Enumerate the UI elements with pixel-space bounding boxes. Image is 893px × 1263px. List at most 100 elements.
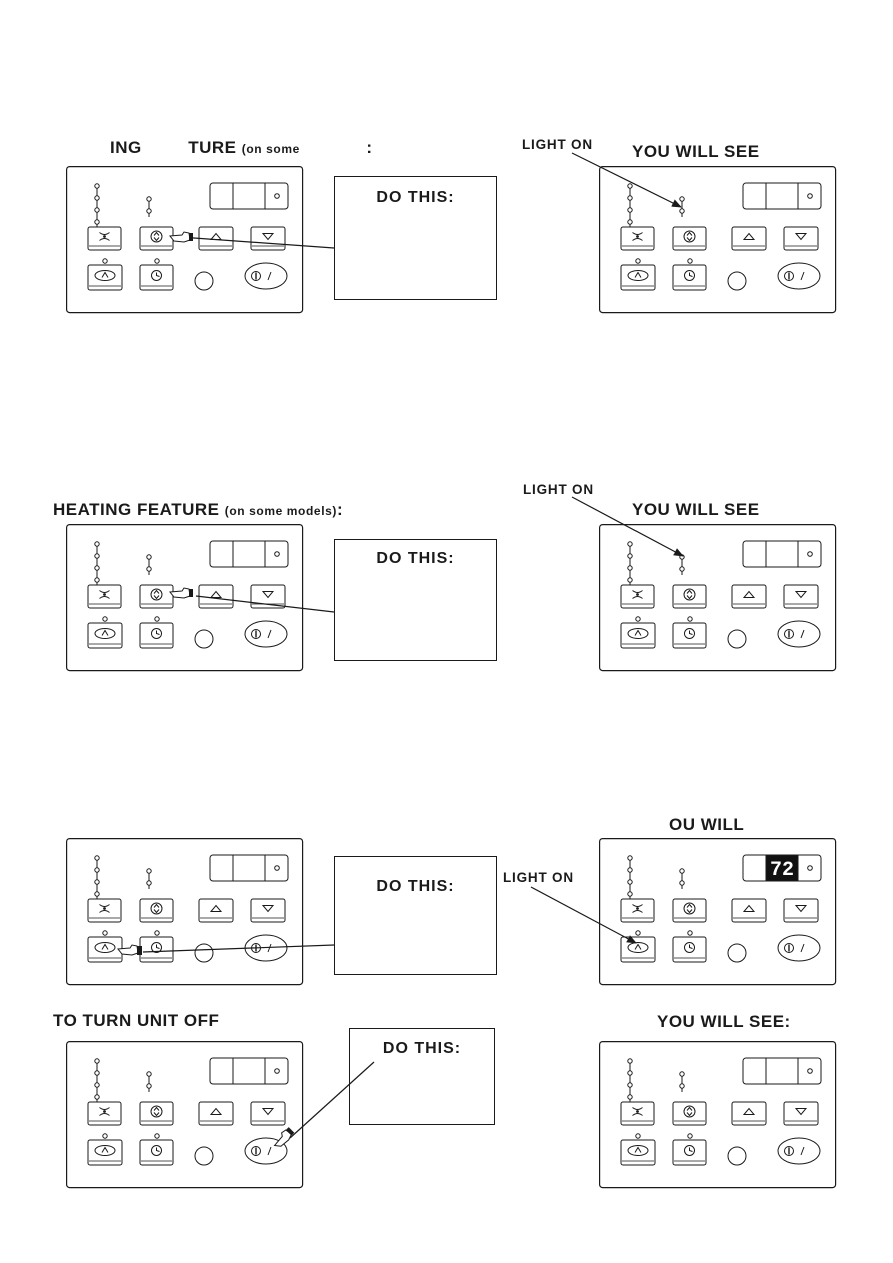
round-button[interactable] [194, 629, 214, 649]
timer-button[interactable] [139, 264, 174, 291]
power-button[interactable] [777, 620, 821, 648]
heading-part-3: (on some [241, 142, 300, 156]
temp-up-button[interactable] [731, 584, 767, 609]
fan-button[interactable] [87, 1101, 122, 1126]
eco-button[interactable] [620, 264, 656, 291]
temperature-display: 72 [742, 854, 822, 882]
eco-button[interactable] [620, 1139, 656, 1166]
temp-up-button[interactable] [198, 226, 234, 251]
timer-led-icon [154, 930, 160, 936]
power-button[interactable] [244, 1137, 288, 1165]
down-arrow-icon [261, 905, 275, 913]
round-button[interactable] [194, 1146, 214, 1166]
mode-button[interactable] [139, 226, 174, 251]
fan-button[interactable] [620, 584, 655, 609]
eco-led-icon [102, 930, 108, 936]
down-arrow-icon [794, 905, 808, 913]
temp-up-button[interactable] [731, 898, 767, 923]
power-button[interactable] [777, 934, 821, 962]
timer-button[interactable] [672, 1139, 707, 1166]
power-button[interactable] [244, 262, 288, 290]
eco-button[interactable] [87, 622, 123, 649]
indicator-led-icon [807, 551, 813, 557]
eco-icon [94, 270, 116, 281]
mode-button[interactable] [139, 1101, 174, 1126]
eco-button[interactable] [620, 936, 656, 963]
eco-led-icon [635, 1133, 641, 1139]
temp-up-button[interactable] [198, 584, 234, 609]
panel-drawing [66, 1041, 304, 1189]
fan-icon [99, 590, 110, 599]
timer-button[interactable] [139, 1139, 174, 1166]
up-arrow-icon [742, 904, 756, 912]
panel-drawing: 72 [599, 838, 837, 986]
control-panel [599, 524, 837, 672]
fan-button[interactable] [620, 898, 655, 923]
power-button[interactable] [244, 934, 288, 962]
down-arrow-icon [794, 1108, 808, 1116]
temp-up-button[interactable] [198, 1101, 234, 1126]
fan-button[interactable] [87, 584, 122, 609]
fan-button[interactable] [87, 226, 122, 251]
temp-down-button[interactable] [783, 584, 819, 609]
round-button[interactable] [727, 271, 747, 291]
fan-button[interactable] [620, 1101, 655, 1126]
power-button[interactable] [244, 620, 288, 648]
indicator-led-icon [274, 1068, 280, 1074]
temp-down-button[interactable] [250, 226, 286, 251]
temp-down-button[interactable] [250, 584, 286, 609]
timer-led-icon [687, 258, 693, 264]
fan-button[interactable] [87, 898, 122, 923]
section4-see-heading: YOU WILL SEE: [657, 1012, 791, 1031]
section1-heading: ING TURE (on some : [110, 138, 373, 159]
round-button[interactable] [194, 943, 214, 963]
mode-button[interactable] [672, 584, 707, 609]
indicator-leds [146, 1071, 152, 1092]
power-button[interactable] [777, 1137, 821, 1165]
timer-button[interactable] [672, 936, 707, 963]
eco-button[interactable] [87, 936, 123, 963]
fan-icon [99, 232, 110, 241]
eco-button[interactable] [87, 264, 123, 291]
temp-down-button[interactable] [783, 1101, 819, 1126]
timer-button[interactable] [139, 622, 174, 649]
indicator-leds [679, 1071, 685, 1092]
round-button[interactable] [194, 271, 214, 291]
timer-button[interactable] [672, 622, 707, 649]
power-icon [251, 629, 272, 639]
temperature-display [209, 1057, 289, 1085]
power-button[interactable] [777, 262, 821, 290]
heading-colon: : [337, 500, 344, 519]
round-button[interactable] [727, 943, 747, 963]
temp-down-button[interactable] [783, 226, 819, 251]
fan-button[interactable] [620, 226, 655, 251]
timer-button[interactable] [139, 936, 174, 963]
eco-button[interactable] [87, 1139, 123, 1166]
eco-icon [627, 942, 649, 953]
section3-light-on-label: LIGHT ON [503, 870, 574, 885]
fan-icon [99, 1107, 110, 1116]
eco-button[interactable] [620, 622, 656, 649]
panel-drawing [599, 524, 837, 672]
temp-up-button[interactable] [731, 1101, 767, 1126]
timer-button[interactable] [672, 264, 707, 291]
mode-button[interactable] [672, 898, 707, 923]
power-icon [784, 1146, 805, 1156]
mode-button[interactable] [139, 898, 174, 923]
up-arrow-icon [742, 232, 756, 240]
heading-part-4: : [366, 138, 373, 157]
temperature-display [742, 540, 822, 568]
temp-down-button[interactable] [250, 1101, 286, 1126]
eco-icon [94, 1145, 116, 1156]
temp-up-button[interactable] [198, 898, 234, 923]
mode-arrows-icon [150, 230, 163, 243]
temp-down-button[interactable] [783, 898, 819, 923]
mode-button[interactable] [672, 1101, 707, 1126]
temp-up-button[interactable] [731, 226, 767, 251]
round-button[interactable] [727, 1146, 747, 1166]
fan-icon [99, 904, 110, 913]
temp-down-button[interactable] [250, 898, 286, 923]
mode-button[interactable] [672, 226, 707, 251]
mode-button[interactable] [139, 584, 174, 609]
round-button[interactable] [727, 629, 747, 649]
